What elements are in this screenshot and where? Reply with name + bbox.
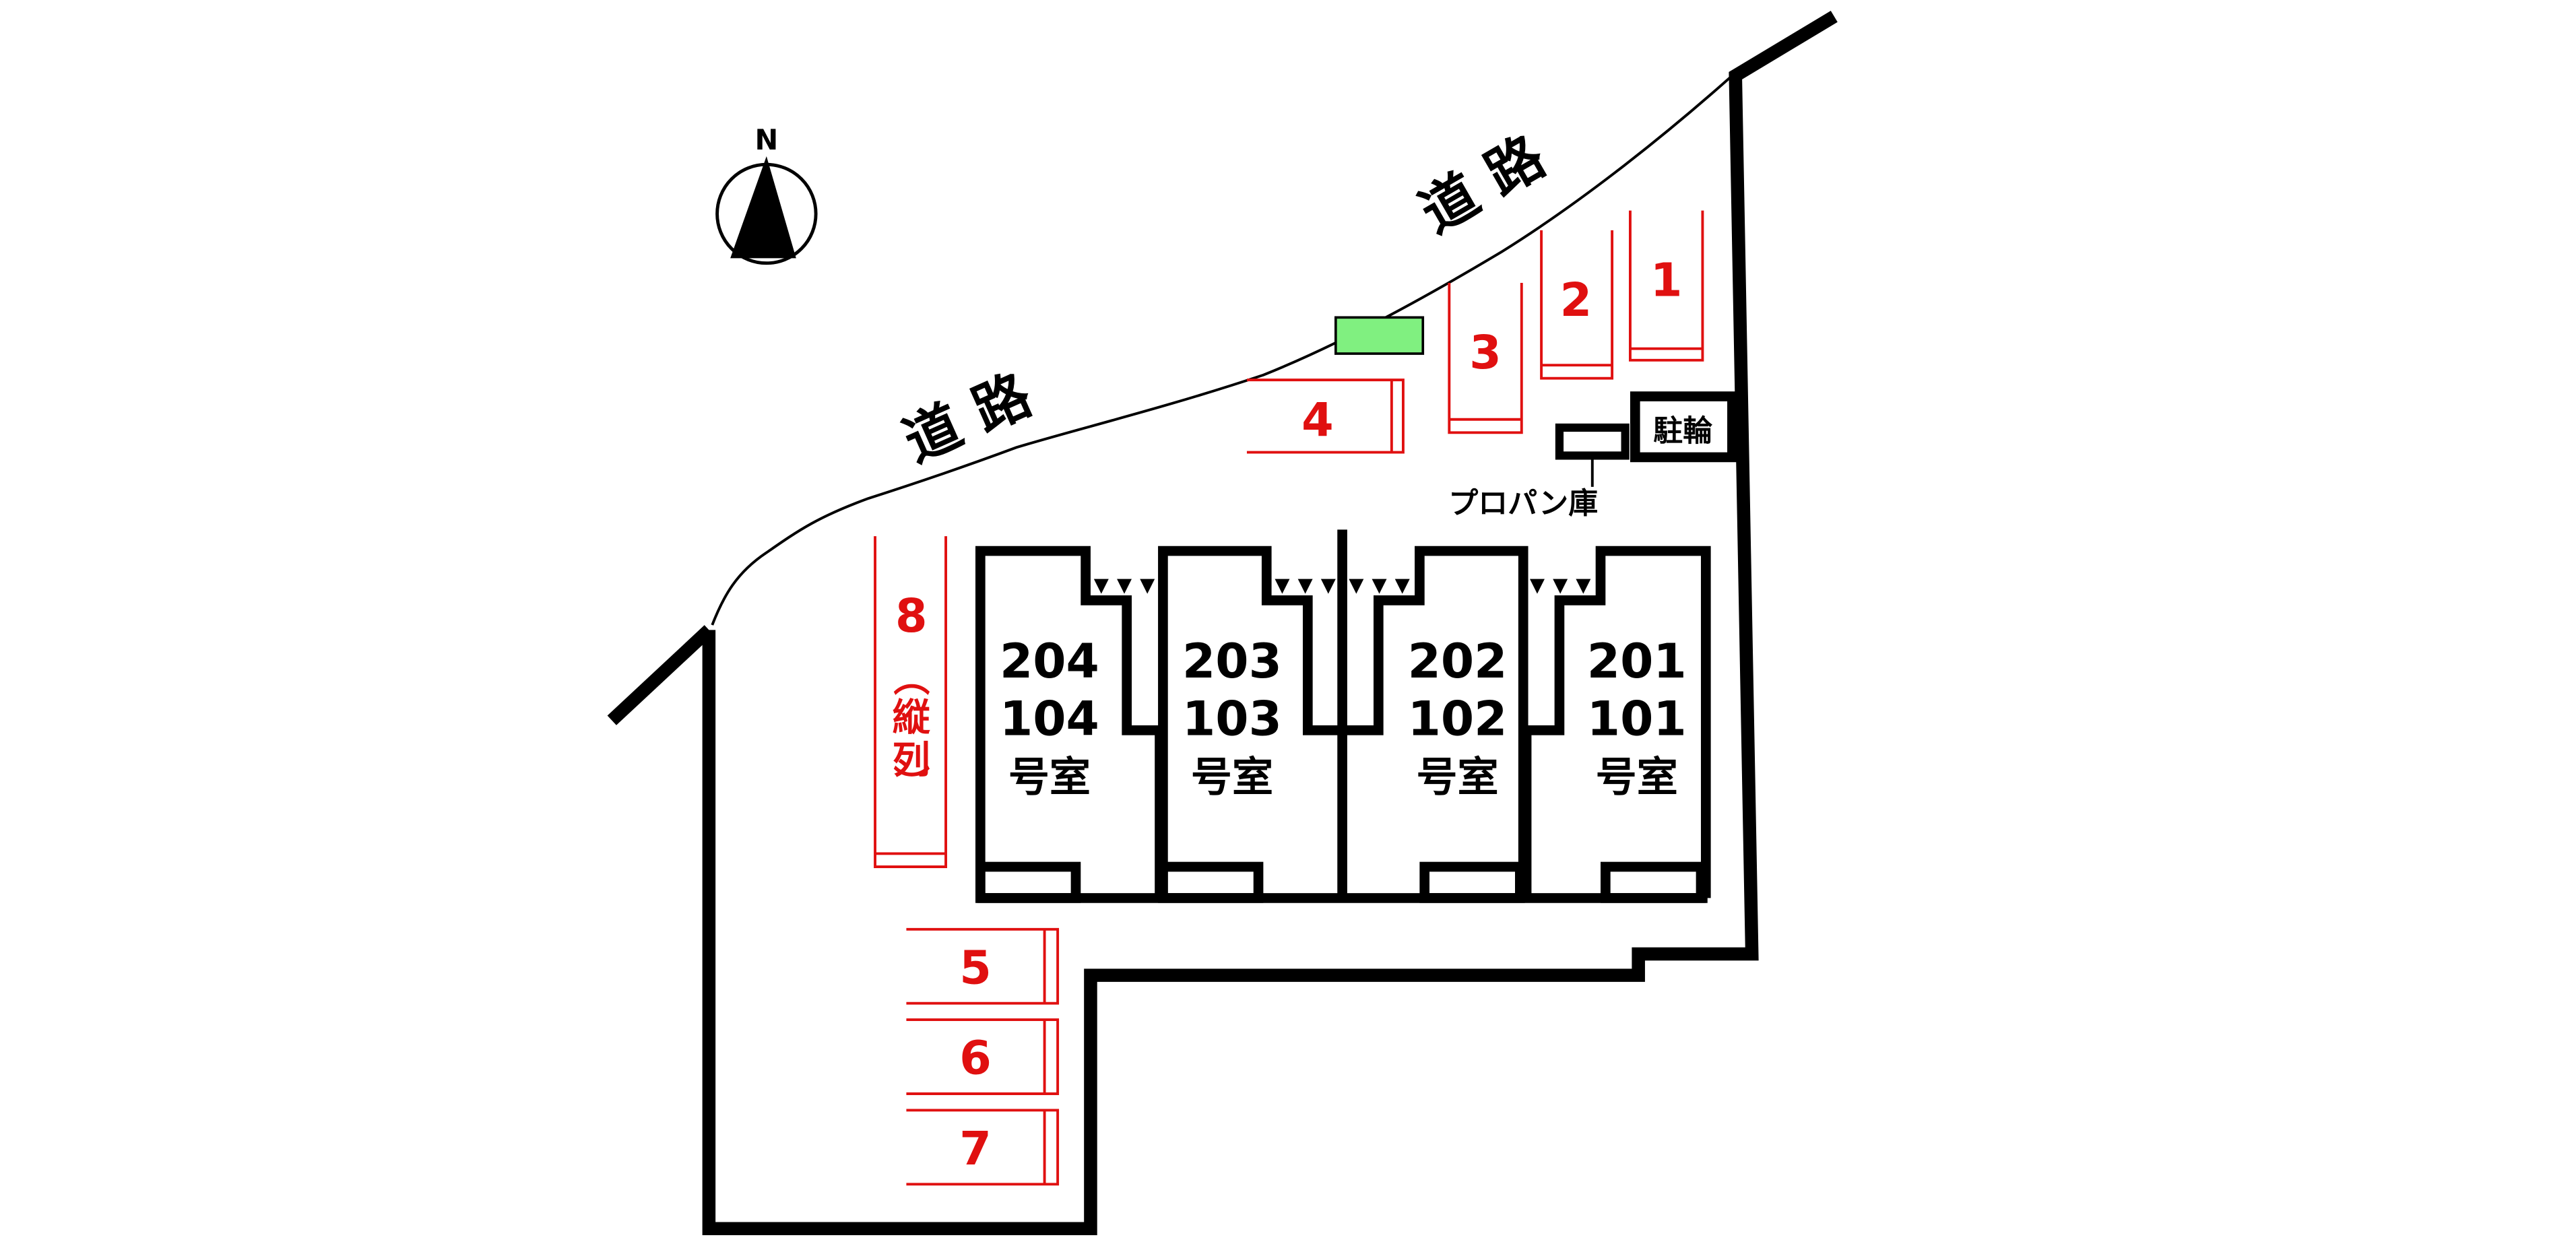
propane-shed-box <box>1555 423 1630 460</box>
parking-label-5: 5 <box>959 942 992 995</box>
parking-space-8 <box>874 536 947 868</box>
unit-201-wall <box>1521 546 1711 898</box>
unit-203-balcony <box>1158 861 1264 903</box>
boundary-west-tick <box>607 625 714 725</box>
bicycle-parking-label: 駐輪 <box>1653 414 1712 448</box>
unit-202-lower: 102 <box>1408 691 1508 747</box>
unit-201-suffix: 号室 <box>1596 754 1678 801</box>
unit-203-lower: 103 <box>1182 691 1282 747</box>
road-edge-line <box>711 74 1733 626</box>
parking-space-2 <box>1540 230 1614 380</box>
unit-203-suffix: 号室 <box>1191 754 1273 801</box>
compass: N <box>715 123 818 265</box>
unit-203-wall <box>1158 546 1343 898</box>
unit-204-wall <box>975 546 1165 898</box>
unit-201-upper: 201 <box>1587 633 1687 689</box>
unit-204-balcony <box>975 861 1081 903</box>
parking-space-1 <box>1629 210 1704 362</box>
parking-label-8: 8 <box>895 590 928 643</box>
unit-203-upper: 203 <box>1182 633 1282 689</box>
bicycle-parking-box <box>1630 391 1737 463</box>
meter-markers <box>1093 579 1591 594</box>
parking-label-3: 3 <box>1469 327 1502 380</box>
north-arrow-icon <box>730 156 796 259</box>
unit-202-upper: 202 <box>1408 633 1508 689</box>
parking-label-6: 6 <box>959 1032 992 1086</box>
unit-204-upper: 204 <box>1000 633 1099 689</box>
unit-202-wall <box>1342 546 1528 898</box>
parking-label-2: 2 <box>1560 274 1592 327</box>
unit-204-suffix: 号室 <box>1008 754 1091 801</box>
unit-202-balcony <box>1419 861 1525 903</box>
road-label-lower: 道 路 <box>894 362 1041 475</box>
parking-8-char-2: 列 <box>893 739 930 783</box>
parking-space-4 <box>1246 379 1405 454</box>
parking-label-4: 4 <box>1301 394 1334 447</box>
parking-space-3 <box>1448 283 1523 434</box>
unit-202-suffix: 号室 <box>1416 754 1498 801</box>
north-label: N <box>754 123 778 156</box>
building <box>975 529 1711 903</box>
road-label-upper: 道 路 <box>1409 123 1556 246</box>
parking-space-7 <box>906 1109 1060 1186</box>
unit-201-balcony <box>1601 861 1706 903</box>
parking-8-char-1: 縦 <box>893 696 931 739</box>
parking-space-5 <box>906 927 1060 1005</box>
parking-label-1: 1 <box>1650 255 1683 308</box>
parking-8-paren-close: ） <box>889 765 932 801</box>
unit-204-lower: 104 <box>1000 691 1099 747</box>
parking-space-6 <box>906 1018 1060 1095</box>
green-area <box>1334 316 1425 355</box>
parking-label-7: 7 <box>959 1123 992 1176</box>
unit-201-lower: 101 <box>1587 691 1687 747</box>
parking-8-paren-open: （ <box>889 659 932 696</box>
property-boundary <box>702 11 1838 1236</box>
propane-shed-label: プロパン庫 <box>1448 486 1598 521</box>
